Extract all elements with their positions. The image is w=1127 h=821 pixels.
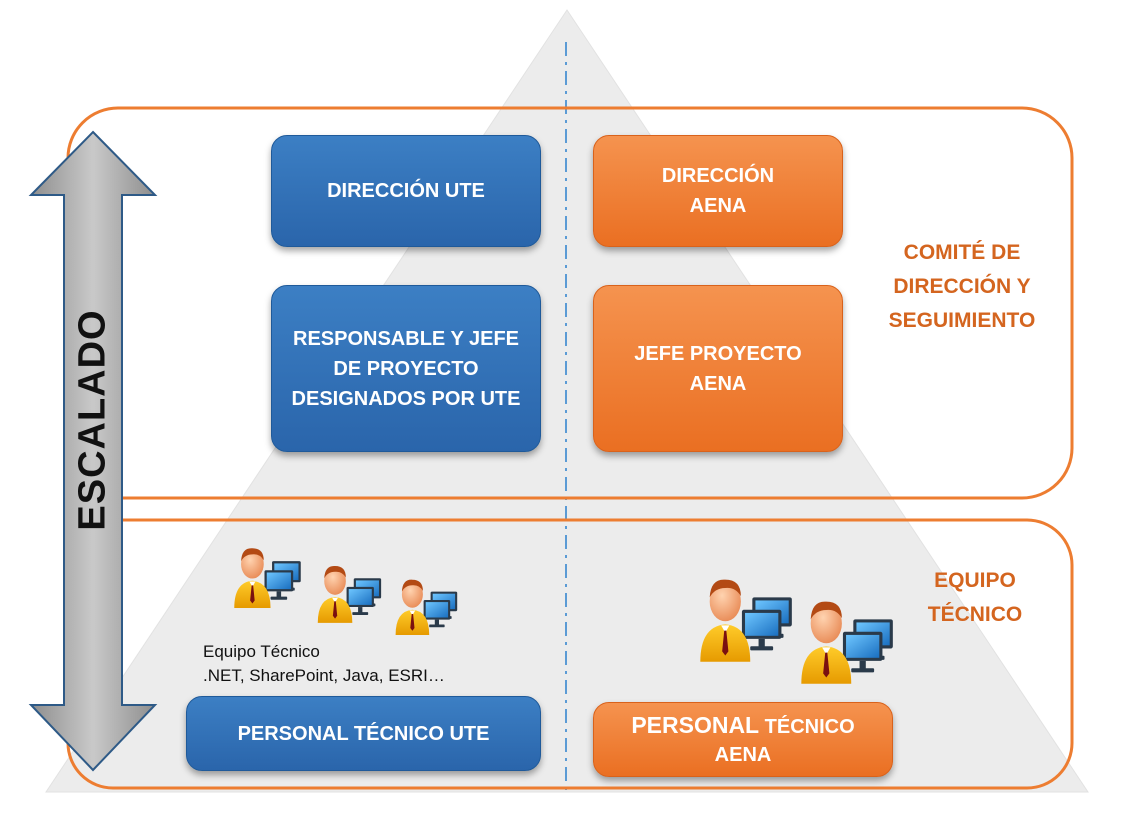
direccion-ute-label: DIRECCIÓN UTE bbox=[327, 180, 485, 202]
team-note-line1: Equipo Técnico bbox=[203, 642, 320, 661]
jefe-proyecto-aena-box: JEFE PROYECTO AENA bbox=[593, 285, 843, 452]
personal-tecnico-ute-label: PERSONAL TÉCNICO UTE bbox=[237, 722, 490, 745]
tecnico-aena-words: TÉCNICO AENA bbox=[714, 715, 855, 766]
personal-tecnico-aena-box: PERSONAL TÉCNICO AENA bbox=[593, 702, 893, 777]
jefe-proyecto-aena-label: JEFE PROYECTO AENA bbox=[634, 342, 802, 395]
tech-team-label: EQUIPO TÉCNICO bbox=[900, 564, 1050, 632]
direccion-aena-box: DIRECCIÓN AENA bbox=[593, 135, 843, 247]
team-note: Equipo Técnico .NET, SharePoint, Java, E… bbox=[203, 640, 445, 688]
escalation-arrow bbox=[28, 130, 158, 772]
tech-team-label-text: EQUIPO TÉCNICO bbox=[927, 569, 1023, 626]
committee-label-text: COMITÉ DE DIRECCIÓN Y SEGUIMIENTO bbox=[888, 241, 1036, 332]
personal-tecnico-aena-label: PERSONAL TÉCNICO AENA bbox=[623, 711, 863, 769]
team-note-line2: .NET, SharePoint, Java, ESRI… bbox=[203, 666, 445, 685]
personal-word: PERSONAL bbox=[631, 711, 760, 738]
personal-tecnico-ute-box: PERSONAL TÉCNICO UTE bbox=[186, 696, 541, 771]
direccion-aena-label: DIRECCIÓN AENA bbox=[661, 165, 775, 217]
committee-label: COMITÉ DE DIRECCIÓN Y SEGUIMIENTO bbox=[862, 236, 1062, 338]
responsable-ute-label: RESPONSABLE Y JEFE DE PROYECTO DESIGNADO… bbox=[291, 327, 521, 410]
responsable-ute-box: RESPONSABLE Y JEFE DE PROYECTO DESIGNADO… bbox=[271, 285, 541, 452]
direccion-ute-box: DIRECCIÓN UTE bbox=[271, 135, 541, 247]
escalation-label: ESCALADO bbox=[71, 309, 114, 531]
